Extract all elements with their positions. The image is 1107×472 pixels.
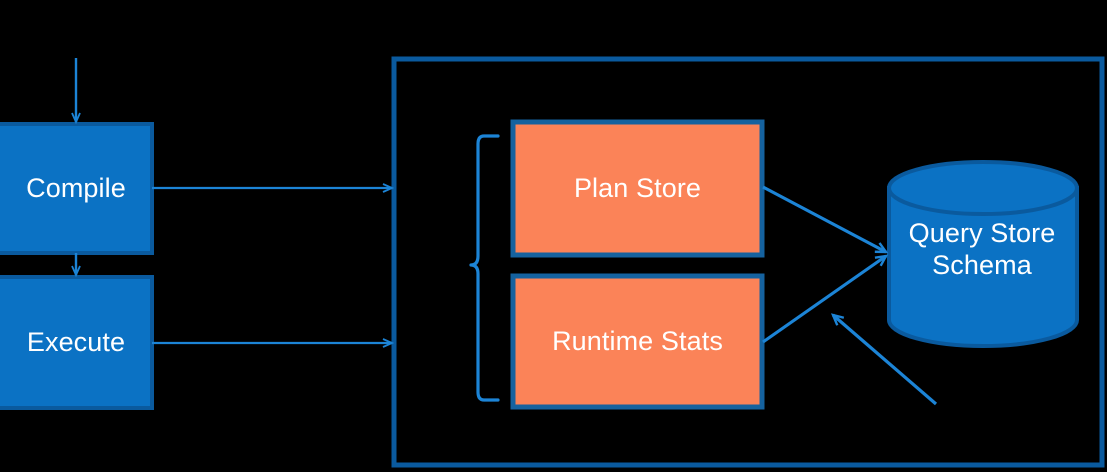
node-query-store-schema-cylinder[interactable] bbox=[887, 160, 1079, 348]
node-compile-box[interactable] bbox=[0, 122, 154, 255]
node-plan-store-box[interactable] bbox=[510, 119, 765, 258]
connector-runtime-stats-to-schema bbox=[762, 256, 886, 344]
connector-external-to-schema bbox=[833, 315, 938, 406]
node-runtime-stats-box[interactable] bbox=[510, 273, 765, 410]
query-store-container bbox=[391, 56, 1105, 468]
stores-brace bbox=[469, 134, 500, 402]
connector-plan-store-to-schema bbox=[762, 185, 886, 254]
node-execute-box[interactable] bbox=[0, 275, 154, 410]
